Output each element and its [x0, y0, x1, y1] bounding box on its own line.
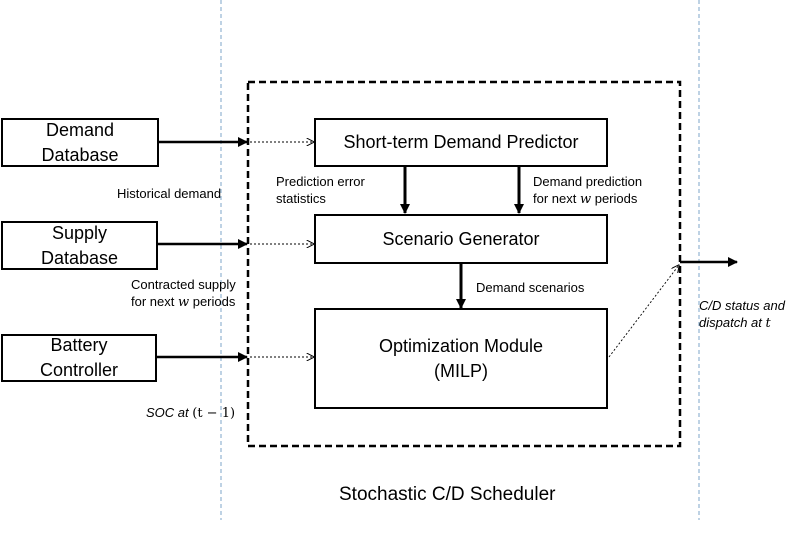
demand-scenarios-text: Demand scenarios — [476, 280, 585, 295]
diagram-title: Stochastic C/D Scheduler — [339, 484, 556, 505]
demand-predictor-label: Short-term Demand Predictor — [343, 132, 579, 152]
demand-scenarios-label: Demand scenarios — [476, 279, 584, 296]
contracted-supply-label: Contracted supply for next w periods — [131, 276, 236, 311]
optimization-module-box: Optimization Module (MILP) — [314, 308, 608, 409]
demand-prediction-line1: Demand prediction — [533, 174, 643, 189]
output-line1: C/D status and — [699, 298, 785, 313]
demand-prediction-line2: for next w periods — [533, 190, 642, 208]
contracted-supply-line1: Contracted supply — [131, 277, 236, 292]
optimization-module-line1: Optimization Module — [378, 335, 544, 356]
scenario-generator-box: Scenario Generator — [314, 214, 608, 264]
demand-predictor-box: Short-term Demand Predictor — [314, 118, 608, 167]
supply-database-line1: Supply — [51, 222, 108, 243]
supply-database-box: Supply Database — [1, 221, 158, 270]
optimization-module-line2: (MILP) — [434, 360, 488, 381]
battery-controller-line1: Battery — [50, 335, 108, 355]
output-line2-pre: dispatch at — [699, 315, 766, 330]
historical-demand-label: Historical demand — [117, 185, 221, 202]
output-line2: dispatch at t — [699, 314, 785, 332]
prediction-error-line1: Prediction error — [276, 174, 365, 189]
contracted-supply-line2: for next w periods — [131, 293, 236, 311]
scenario-generator-label: Scenario Generator — [382, 228, 540, 249]
battery-controller-box: Battery Controller — [1, 334, 157, 382]
contracted-supply-post: periods — [189, 294, 236, 309]
contracted-supply-var: w — [177, 295, 190, 310]
demand-prediction-post: periods — [591, 191, 638, 206]
output-dotted-arrow — [608, 265, 679, 358]
demand-database-line2: Database — [41, 144, 119, 165]
soc-label: SOC at (t − 1) — [146, 404, 235, 422]
demand-database-line1: Demand — [45, 119, 115, 140]
contracted-supply-pre: for next — [131, 294, 178, 309]
soc-text: SOC at — [146, 405, 193, 420]
historical-demand-text: Historical demand — [117, 186, 222, 201]
output-label: C/D status and dispatch at t — [699, 297, 785, 332]
prediction-error-line2: statistics — [276, 191, 326, 206]
soc-math: (t − 1) — [192, 406, 236, 421]
prediction-error-label: Prediction error statistics — [276, 173, 365, 207]
scheduler-container — [246, 80, 682, 448]
demand-database-box: Demand Database — [1, 118, 159, 167]
demand-prediction-label: Demand prediction for next w periods — [533, 173, 642, 208]
demand-prediction-pre: for next — [533, 191, 580, 206]
demand-prediction-var: w — [579, 192, 592, 207]
battery-controller-line2: Controller — [39, 360, 119, 380]
supply-database-line2: Database — [40, 247, 119, 268]
output-var: t — [765, 316, 771, 331]
